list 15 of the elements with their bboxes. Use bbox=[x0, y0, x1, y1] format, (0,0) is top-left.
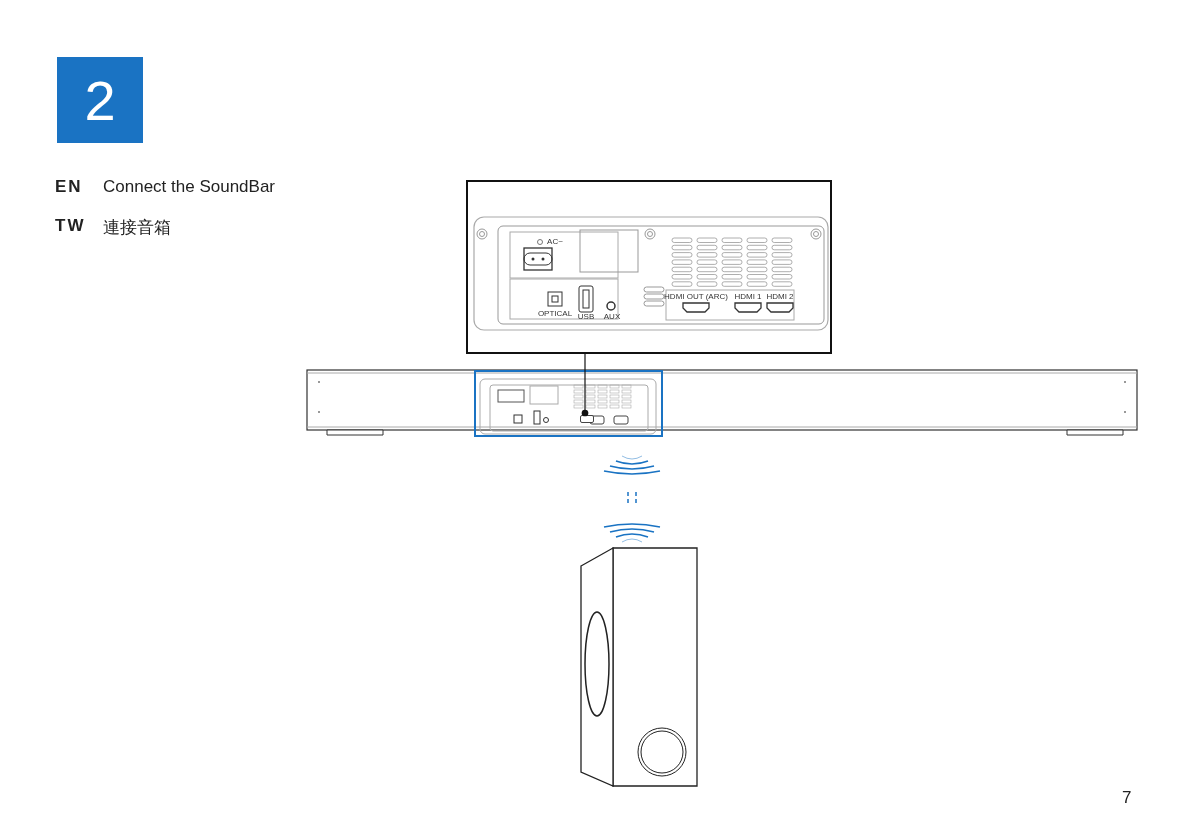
language-code: TW bbox=[55, 216, 86, 236]
step-number: 2 bbox=[57, 57, 143, 143]
port-label: HDMI 1 bbox=[734, 293, 762, 301]
port-label: HDMI 2 bbox=[766, 293, 794, 301]
instruction-text: Connect the SoundBar bbox=[103, 177, 275, 197]
port-label: HDMI OUT (ARC) bbox=[664, 293, 728, 301]
port-label: USB bbox=[577, 313, 595, 321]
page-number: 7 bbox=[1122, 788, 1132, 808]
hdmi-port bbox=[580, 415, 594, 423]
port-label: AC~ bbox=[547, 238, 563, 246]
language-code: EN bbox=[55, 177, 83, 197]
port-label: AUX bbox=[603, 313, 621, 321]
instruction-text: 連接音箱 bbox=[103, 217, 171, 239]
leader-line bbox=[581, 353, 589, 417]
port-label: OPTICAL bbox=[537, 310, 573, 318]
